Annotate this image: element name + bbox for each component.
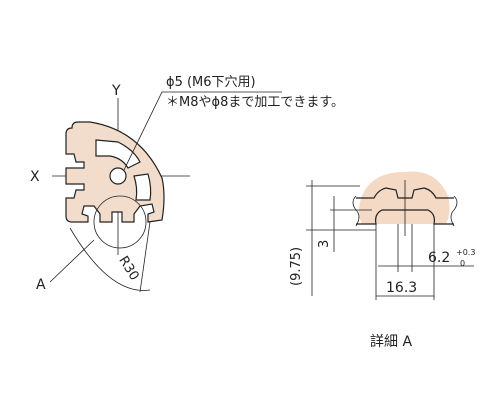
detail-a-view — [306, 171, 474, 300]
tap-note: ＊M8やϕ8まで加工できます。 — [166, 95, 344, 110]
profile-section-view — [49, 91, 282, 293]
detail-marker-label: A — [36, 277, 46, 293]
detail-marker-leader — [49, 239, 95, 283]
radius-label: R30 — [115, 254, 141, 284]
slot-width-label: 6.2 — [428, 250, 450, 266]
inner-pocket-upper — [95, 139, 141, 169]
inner-pocket-right — [133, 173, 152, 201]
break-line-left — [352, 195, 360, 227]
slot-width-tol-lower: 0 — [460, 259, 465, 268]
break-line-right — [450, 195, 458, 227]
depth-label: 3 — [317, 240, 332, 248]
axis-x-label: X — [30, 169, 40, 185]
radius-arc — [69, 227, 151, 291]
hole-note-leader — [123, 91, 282, 171]
hole-note: ϕ5 (M6下穴用) — [166, 75, 256, 90]
height-total-label: (9.75) — [289, 247, 304, 286]
radius-leader — [139, 221, 151, 293]
detail-title: 詳細 A — [370, 334, 412, 350]
width-label: 16.3 — [386, 280, 417, 296]
axis-y-label: Y — [111, 83, 121, 99]
slot-width-tol-upper: +0.3 — [456, 248, 475, 257]
center-hole — [109, 167, 127, 185]
detail-a-circle — [93, 195, 147, 249]
